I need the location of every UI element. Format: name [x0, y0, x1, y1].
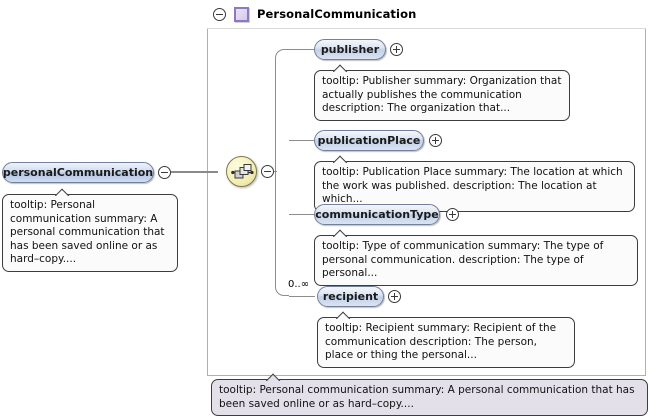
tooltip-text: tooltip: Type of communication summary: … — [322, 240, 604, 279]
connector-trunk — [275, 49, 289, 296]
tooltip-beak — [336, 311, 351, 319]
connector-root-to-sequence — [171, 171, 218, 173]
tooltip-beak — [333, 155, 348, 163]
connector-branch-publicationPlace — [289, 140, 314, 141]
complextype-name: PersonalCommunication — [257, 7, 417, 21]
connector-sequence-stub — [274, 171, 277, 172]
complextype-header: PersonalCommunication — [207, 0, 646, 29]
element-publisher[interactable]: publisher — [314, 39, 386, 60]
tooltip-beak — [333, 229, 348, 237]
tooltip-text: tooltip: Publisher summary: Organization… — [322, 75, 562, 114]
tooltip-text: tooltip: Personal communication summary:… — [219, 384, 635, 410]
tooltip-personalCommunication: tooltip: Personal communication summary:… — [2, 194, 178, 272]
element-communicationType[interactable]: communicationType — [314, 204, 440, 225]
publisher-expand-icon[interactable] — [390, 43, 403, 56]
tooltip-text: tooltip: Recipient summary: Recipient of… — [325, 322, 557, 361]
tooltip-publisher: tooltip: Publisher summary: Organization… — [314, 70, 570, 121]
element-label: personalCommunication — [2, 166, 154, 179]
tooltip-complextype-summary: tooltip: Personal communication summary:… — [211, 379, 648, 416]
tooltip-recipient: tooltip: Recipient summary: Recipient of… — [317, 317, 575, 368]
element-recipient[interactable]: recipient — [317, 286, 384, 307]
complextype-collapse-icon[interactable] — [213, 7, 226, 21]
tooltip-beak — [55, 188, 70, 196]
tooltip-beak — [266, 373, 281, 381]
sequence-icon[interactable] — [226, 156, 257, 187]
connector-branch-publisher — [289, 49, 314, 50]
complextype-square-icon — [234, 6, 249, 22]
recipient-expand-icon[interactable] — [388, 290, 401, 303]
publicationPlace-expand-icon[interactable] — [429, 134, 442, 147]
tooltip-text: tooltip: Personal communication summary:… — [10, 199, 165, 265]
tooltip-beak — [333, 64, 348, 72]
root-element-collapse-icon[interactable] — [158, 166, 171, 179]
element-label: publicationPlace — [317, 134, 421, 147]
sequence-collapse-icon[interactable] — [261, 165, 274, 178]
connector-branch-recipient — [289, 296, 315, 297]
element-personalCommunication[interactable]: personalCommunication — [2, 162, 154, 183]
cardinality-recipient: 0..∞ — [288, 279, 310, 290]
tooltip-communicationType: tooltip: Type of communication summary: … — [314, 235, 638, 286]
element-publicationPlace[interactable]: publicationPlace — [314, 130, 424, 151]
element-label: communicationType — [315, 208, 439, 221]
tooltip-text: tooltip: Publication Place summary: The … — [322, 166, 623, 205]
communicationType-expand-icon[interactable] — [446, 208, 459, 221]
tooltip-publicationPlace: tooltip: Publication Place summary: The … — [314, 161, 635, 212]
element-label: recipient — [322, 290, 379, 303]
element-label: publisher — [320, 43, 380, 56]
connector-branch-communicationType — [289, 214, 314, 215]
